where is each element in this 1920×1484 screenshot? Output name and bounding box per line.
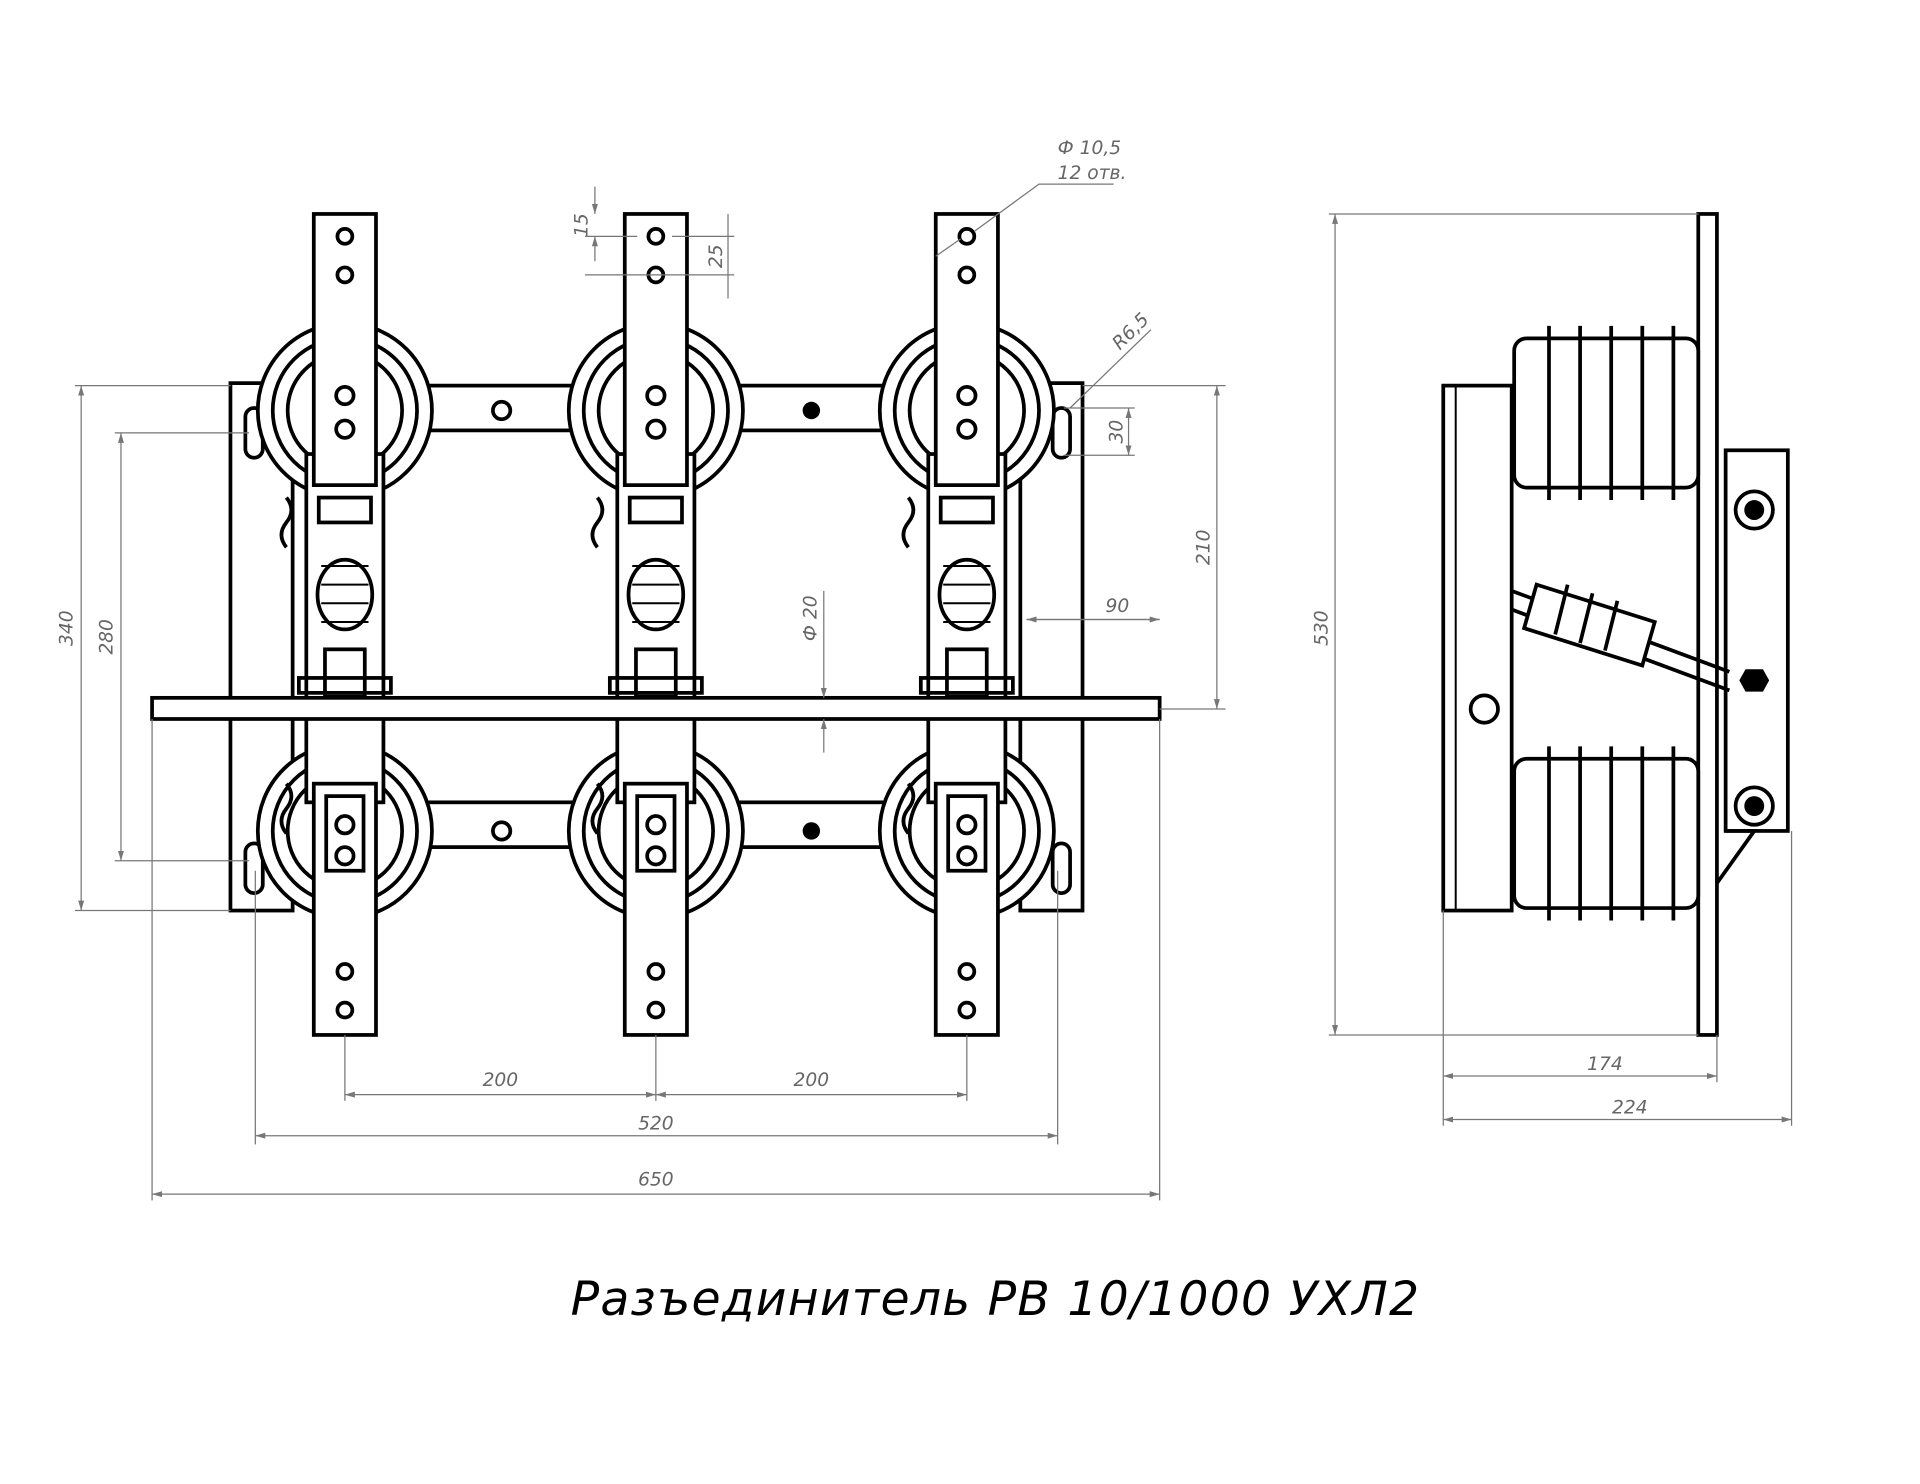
side-dimensions: 530 174 224 xyxy=(1312,213,1793,1126)
dim-30: 30 xyxy=(1106,420,1127,444)
drawing-title: Разъединитель РВ 10/1000 УХЛ2 xyxy=(571,1272,1421,1327)
dim-340: 340 xyxy=(56,610,77,646)
dim-200-left: 200 xyxy=(483,1070,519,1091)
dim-radius: R6,5 xyxy=(1109,309,1154,354)
dim-520: 520 xyxy=(638,1113,674,1134)
dim-210: 210 xyxy=(1193,530,1214,566)
dim-200-right: 200 xyxy=(794,1070,830,1091)
dim-shaft-diameter: Ф 20 xyxy=(800,595,821,641)
dim-25: 25 xyxy=(706,244,727,268)
dim-280: 280 xyxy=(96,619,117,655)
dim-15: 15 xyxy=(571,213,592,237)
dim-174: 174 xyxy=(1587,1054,1623,1075)
front-view xyxy=(150,212,1162,1037)
dim-hole-diameter: Ф 10,5 xyxy=(1058,138,1121,159)
dim-90: 90 xyxy=(1105,596,1129,617)
dim-hole-count: 12 отв. xyxy=(1058,163,1127,184)
dim-530: 530 xyxy=(1312,610,1333,646)
dim-224: 224 xyxy=(1612,1097,1648,1118)
side-view xyxy=(1441,212,1790,1037)
dim-650: 650 xyxy=(638,1169,674,1190)
